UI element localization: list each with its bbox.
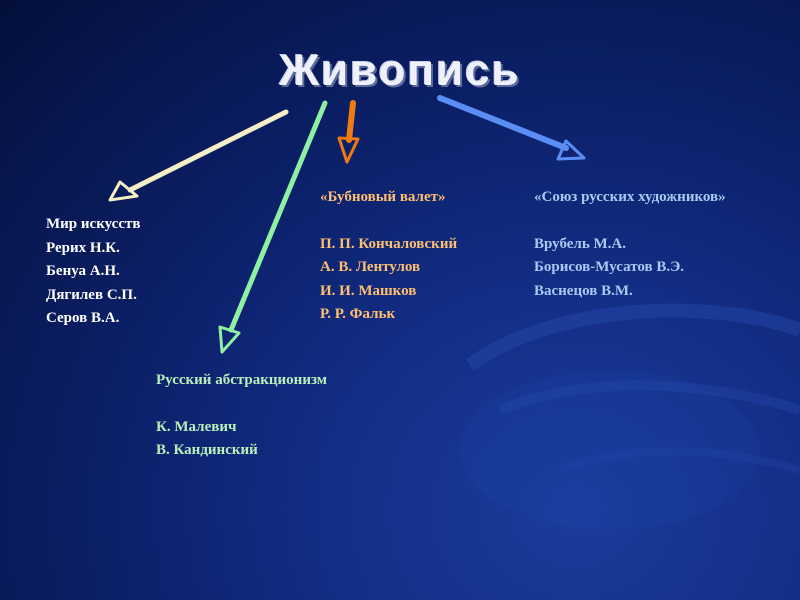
group-heading: Мир искусств: [46, 216, 141, 232]
artist-item: Рерих Н.К.: [46, 239, 120, 256]
arrow-to-abstract: [218, 100, 328, 354]
group-heading: «Бубновый валет»: [320, 189, 446, 205]
artist-item: И. И. Машков: [320, 282, 417, 299]
group-heading: «Союз русских художников»: [534, 189, 726, 205]
group-soyuz-russkikh-khudozhnikov: «Союз русских художников» Врубель М.А. Б…: [534, 186, 726, 303]
arrow-to-soyuz: [437, 95, 586, 161]
artist-item: Врубель М.А.: [534, 235, 626, 252]
artist-item: Серов В.А.: [46, 310, 120, 326]
group-mir-iskusstv: Мир искусств Рерих Н.К. Бенуа А.Н. Дягил…: [46, 213, 140, 331]
artist-item: Борисов-Мусатов В.Э.: [534, 259, 685, 275]
artist-item: А. В. Лентулов: [320, 259, 421, 275]
artist-item: Р. Р. Фальк: [320, 306, 396, 322]
group-heading: Русский абстракционизм: [156, 372, 327, 388]
artist-item: В. Кандинский: [156, 442, 258, 458]
slide-title: Живопись: [279, 46, 521, 95]
arrow-to-bubnovy: [337, 100, 360, 164]
group-russian-abstractionism: Русский абстракционизм К. Малевич В. Кан…: [156, 369, 327, 463]
artist-item: Бенуа А.Н.: [46, 263, 120, 279]
artist-item: К. Малевич: [156, 418, 237, 435]
artist-item: Васнецов В.М.: [534, 282, 633, 299]
spacer: [156, 393, 327, 416]
group-bubnovy-valet: «Бубновый валет» П. П. Кончаловский А. В…: [320, 186, 457, 327]
spacer: [320, 210, 457, 233]
artist-item: П. П. Кончаловский: [320, 235, 458, 252]
artist-item: Дягилев С.П.: [46, 286, 137, 303]
arrow-to-mir: [108, 109, 289, 202]
spacer: [534, 210, 726, 233]
